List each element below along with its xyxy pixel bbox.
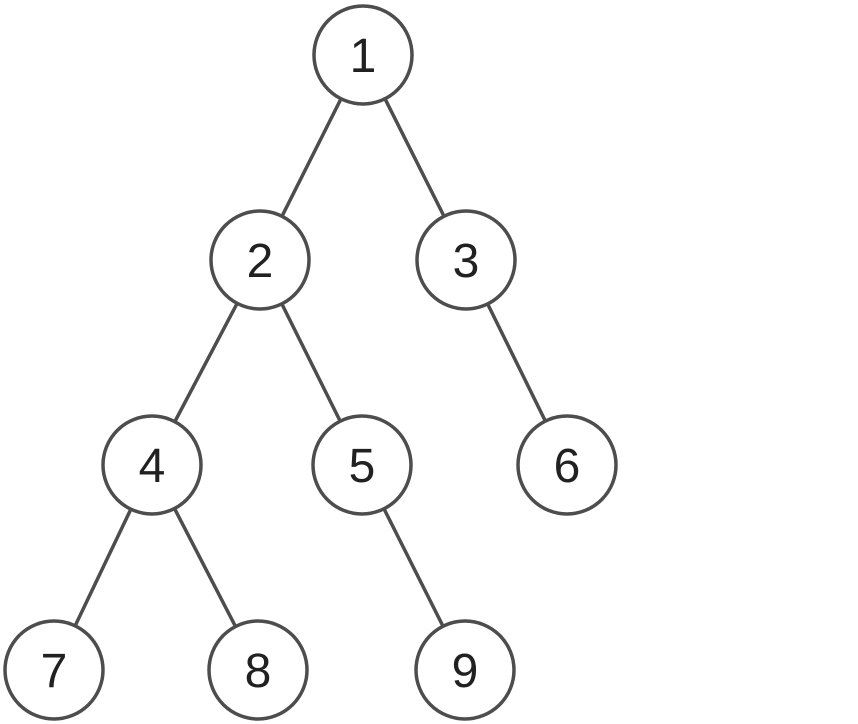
tree-node-7: 7 [3, 619, 105, 721]
tree-node-circle-4 [101, 414, 203, 516]
tree-node-label-4: 4 [139, 440, 166, 493]
tree-node-5: 5 [311, 414, 413, 516]
tree-node-circle-3 [415, 209, 517, 311]
tree-node-1: 1 [312, 4, 414, 106]
tree-node-circle-2 [209, 209, 311, 311]
tree-node-4: 4 [101, 414, 203, 516]
tree-node-label-7: 7 [41, 645, 68, 698]
tree-node-label-3: 3 [453, 235, 480, 288]
tree-node-circle-6 [516, 414, 618, 516]
tree-node-9: 9 [414, 619, 516, 721]
tree-node-label-5: 5 [349, 440, 376, 493]
tree-node-label-2: 2 [247, 235, 274, 288]
tree-node-2: 2 [209, 209, 311, 311]
tree-node-circle-8 [207, 619, 309, 721]
tree-node-label-1: 1 [350, 30, 377, 83]
tree-node-label-9: 9 [452, 645, 479, 698]
tree-node-label-8: 8 [245, 645, 272, 698]
tree-node-label-6: 6 [554, 440, 581, 493]
tree-node-circle-1 [312, 4, 414, 106]
tree-node-circle-5 [311, 414, 413, 516]
tree-node-6: 6 [516, 414, 618, 516]
tree-node-circle-7 [3, 619, 105, 721]
tree-node-circle-9 [414, 619, 516, 721]
tree-node-8: 8 [207, 619, 309, 721]
tree-node-3: 3 [415, 209, 517, 311]
